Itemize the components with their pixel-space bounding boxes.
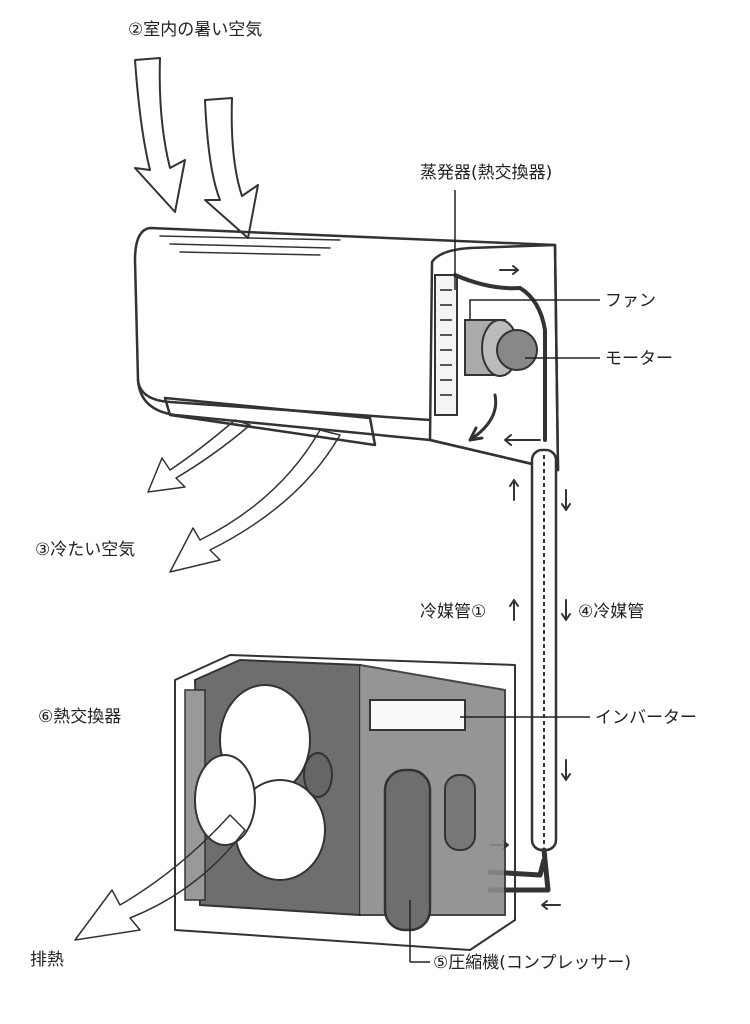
inverter-box — [369, 699, 466, 731]
outdoor-fan-icon — [194, 684, 333, 881]
side-panel — [428, 243, 560, 472]
label-hot-air: ②室内の暑い空気 — [128, 20, 262, 40]
label-pipe1: 冷媒管① — [420, 602, 486, 622]
label-evaporator: 蒸発器(熱交換器) — [420, 163, 552, 183]
indoor-unit — [133, 226, 560, 472]
motor-icon — [496, 329, 538, 371]
label-motor: モーター — [605, 349, 673, 369]
label-heat-exchanger: ⑥熱交換器 — [38, 707, 121, 727]
compressor-icon — [383, 768, 476, 932]
label-inverter: インバーター — [595, 708, 697, 728]
exhaust-arrow — [74, 814, 246, 941]
label-exhaust: 排熱 — [30, 950, 64, 970]
refrigerant-pipe — [487, 448, 571, 910]
cold-air-arrows — [147, 419, 341, 573]
label-fan: ファン — [605, 291, 656, 311]
hot-air-arrows — [134, 57, 259, 239]
label-cold-air: ③冷たい空気 — [35, 540, 135, 560]
label-pipe4: ④冷媒管 — [578, 602, 644, 622]
label-compressor: ⑤圧縮機(コンプレッサー) — [433, 953, 631, 973]
leader-lines — [409, 190, 600, 963]
outdoor-unit — [174, 654, 516, 951]
